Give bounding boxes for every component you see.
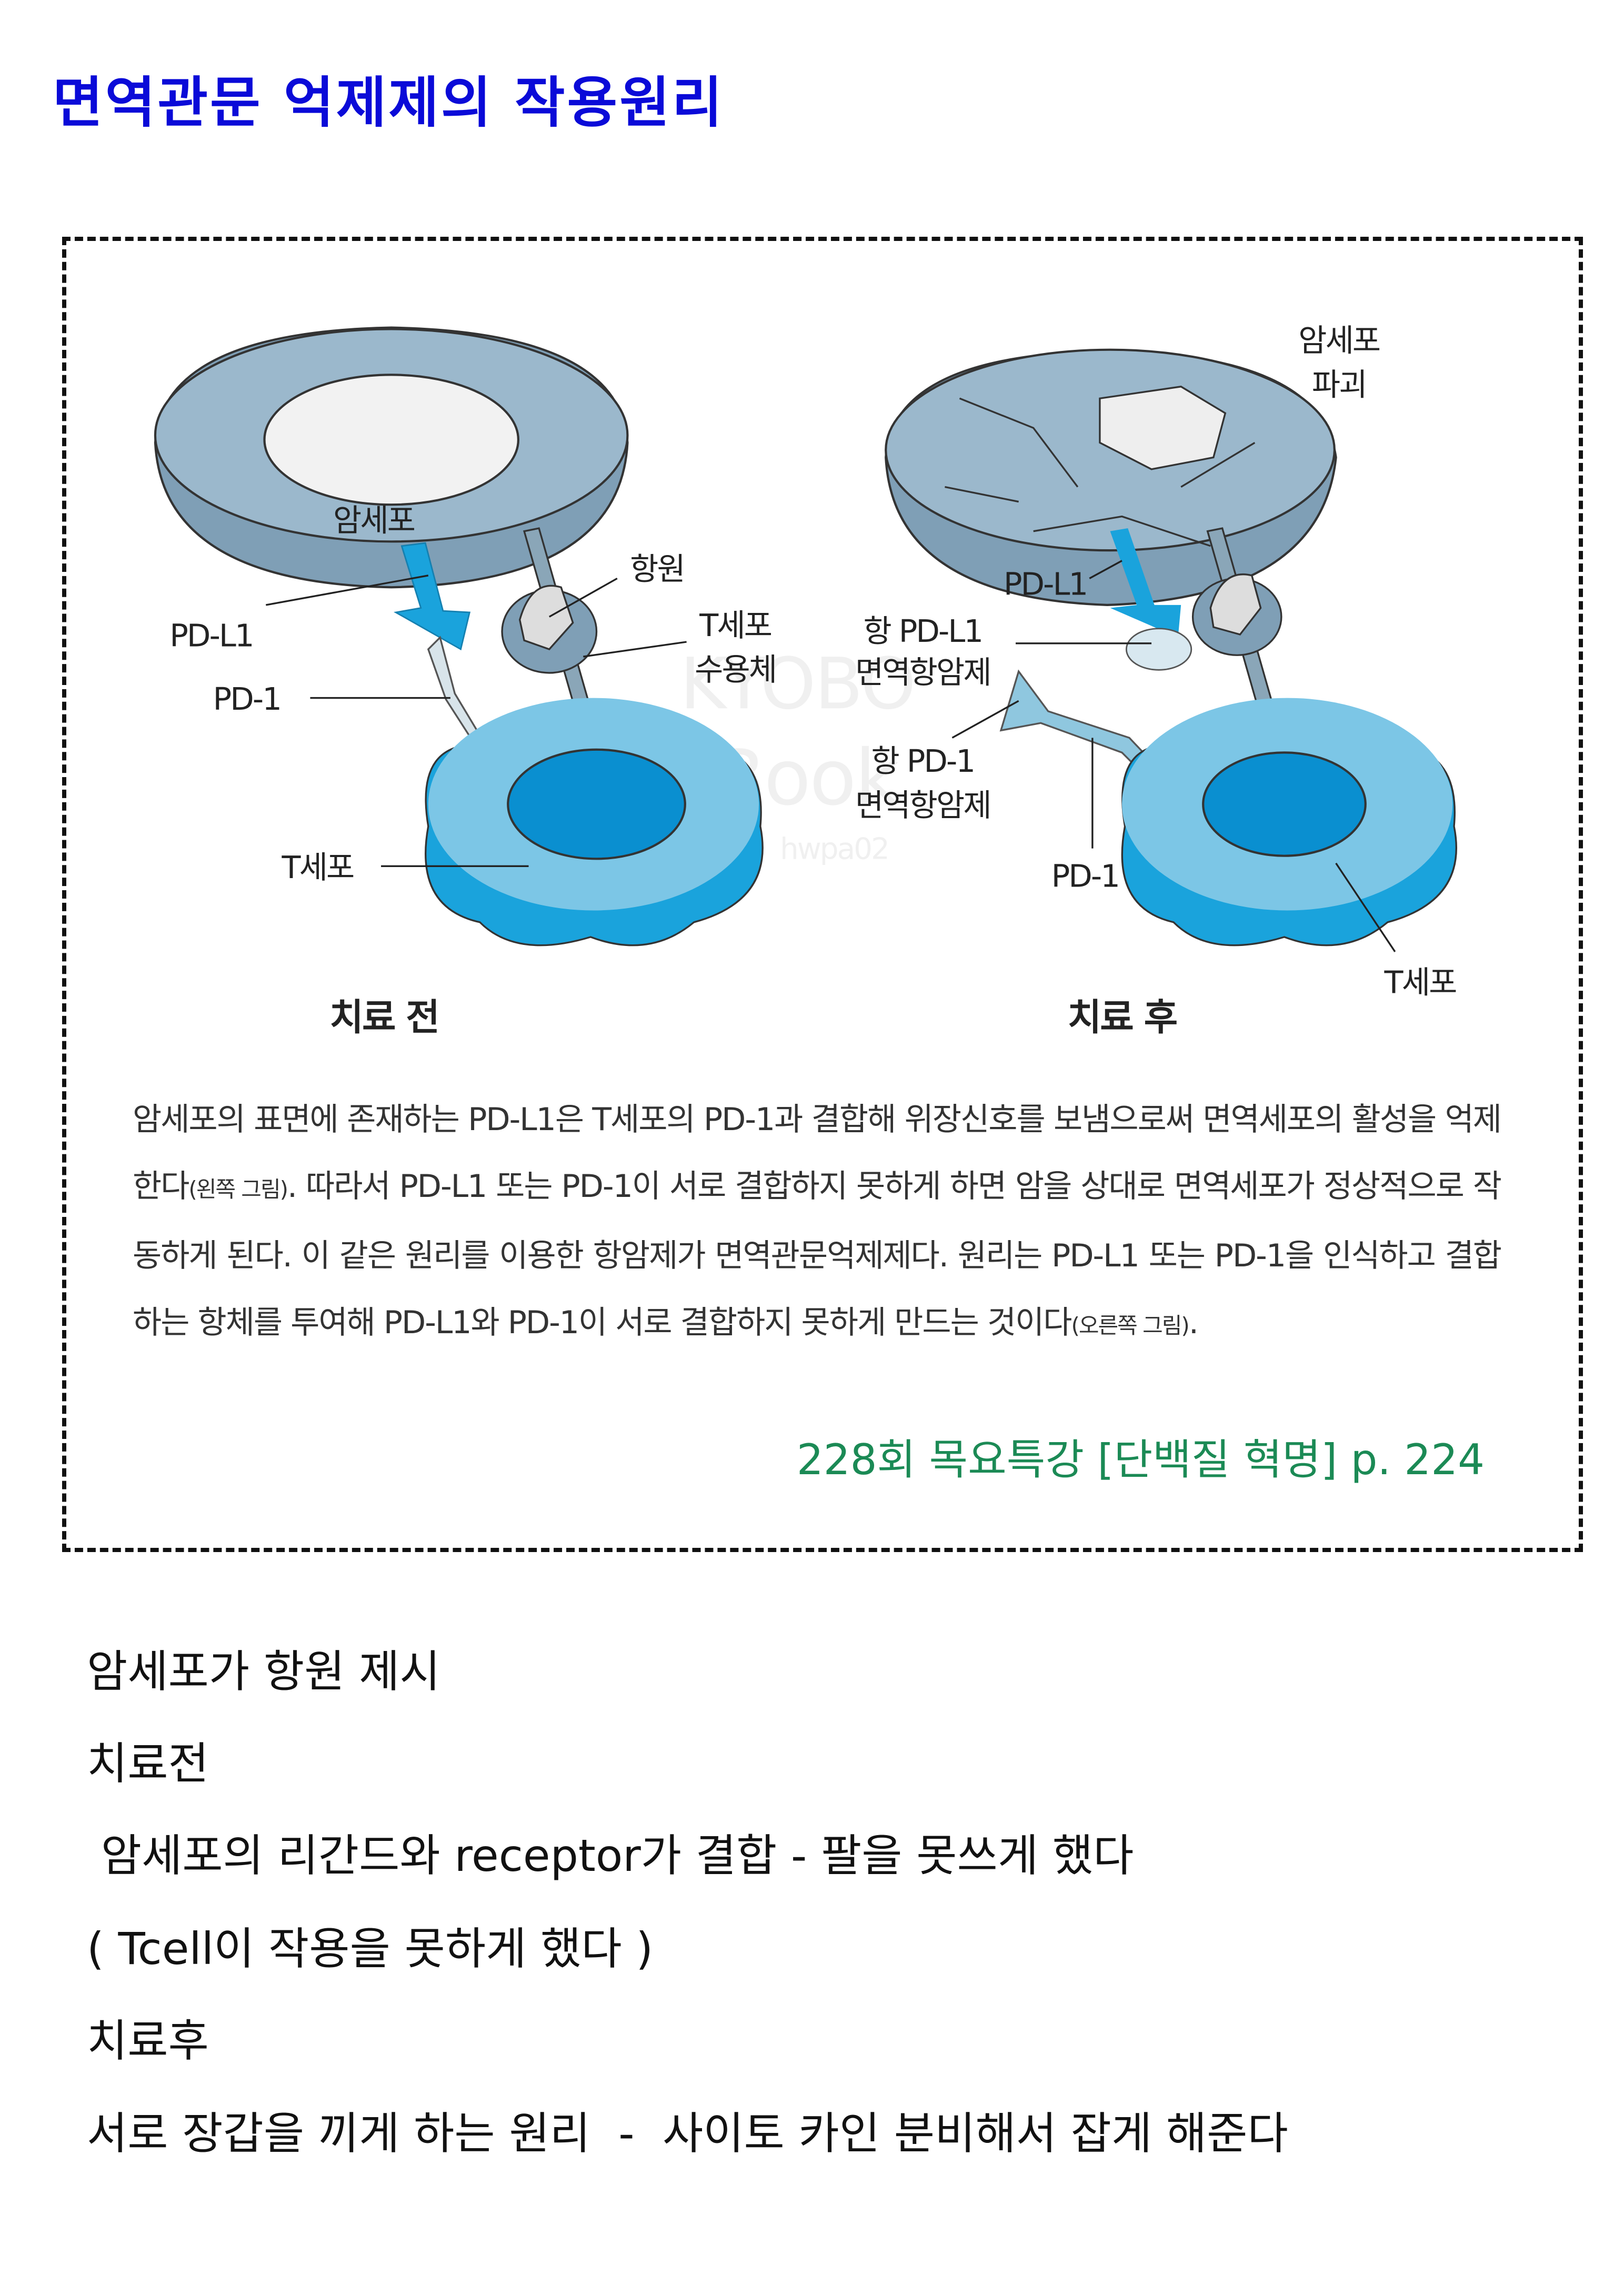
label-antigen: 항원 xyxy=(630,551,684,587)
t-cell-left xyxy=(425,698,764,946)
desc-ref: (오른쪽 그림) xyxy=(1071,1313,1190,1338)
label-pd-1: PD-1 xyxy=(213,681,280,717)
caption-after: 치료 후 xyxy=(1068,996,1177,1039)
figure-box xyxy=(62,237,1583,1552)
caption-before: 치료 전 xyxy=(329,996,438,1039)
label-t-receptor: T세포 xyxy=(699,607,771,643)
note-line: 치료전 xyxy=(87,1738,209,1789)
figure-description: 암세포의 표면에 존재하는 PD-L1은 T세포의 PD-1과 결합해 위장신호… xyxy=(133,1086,1502,1359)
note-line: 치료후 xyxy=(87,2015,209,2067)
label-pd-l1: PD-L1 xyxy=(1004,566,1087,602)
note-line: ( Tcell이 작용을 못하게 했다 ) xyxy=(87,1923,654,1975)
note-line: 서로 장갑을 끼게 하는 원리 - 사이토 카인 분비해서 잡게 해준다 xyxy=(87,2108,1288,2159)
desc-ref: (왼쪽 그림) xyxy=(188,1176,288,1202)
cancer-cell-left xyxy=(154,326,629,589)
page-title: 면역관문 억제제의 작용원리 xyxy=(53,71,725,135)
label-t-cell: T세포 xyxy=(282,849,354,885)
watermark-text: KYOBO xyxy=(680,642,915,725)
watermark: KYOBO eBook hwpa02 xyxy=(667,642,916,866)
label-anti-pd-1: 면역항암제 xyxy=(855,787,990,823)
desc-text: 암세포의 표면에 존재하는 PD-L1은 T세포의 PD-1과 결합해 위장신호… xyxy=(133,1101,1502,1205)
watermark-text: hwpa02 xyxy=(780,832,888,866)
label-anti-pd-1: 항 PD-1 xyxy=(871,743,975,779)
label-anti-pd-l1: 면역항암제 xyxy=(855,654,990,691)
label-cancer-destroyed: 파괴 xyxy=(1312,367,1366,403)
label-pd-l1: PD-L1 xyxy=(169,617,253,653)
label-anti-pd-l1: 항 PD-L1 xyxy=(864,613,983,649)
citation: 228회 목요특강 [단백질 혁명] p. 224 xyxy=(796,1435,1485,1484)
desc-text: . xyxy=(1188,1304,1199,1341)
label-pd-1: PD-1 xyxy=(1051,858,1119,894)
note-line: 암세포가 항원 제시 xyxy=(87,1646,440,1697)
desc-text: . 따라서 PD-L1 또는 PD-1이 서로 결합하지 못하게 하면 암을 상… xyxy=(133,1168,1502,1341)
label-t-cell: T세포 xyxy=(1384,964,1457,1001)
label-cancer-destroyed: 암세포 xyxy=(1298,323,1380,359)
t-cell-right xyxy=(1121,698,1457,946)
note-line: 암세포의 리간드와 receptor가 결합 - 팔을 못쓰게 했다 xyxy=(87,1830,1134,1881)
label-cancer-cell: 암세포 xyxy=(333,502,415,539)
label-t-receptor: 수용체 xyxy=(695,651,776,688)
